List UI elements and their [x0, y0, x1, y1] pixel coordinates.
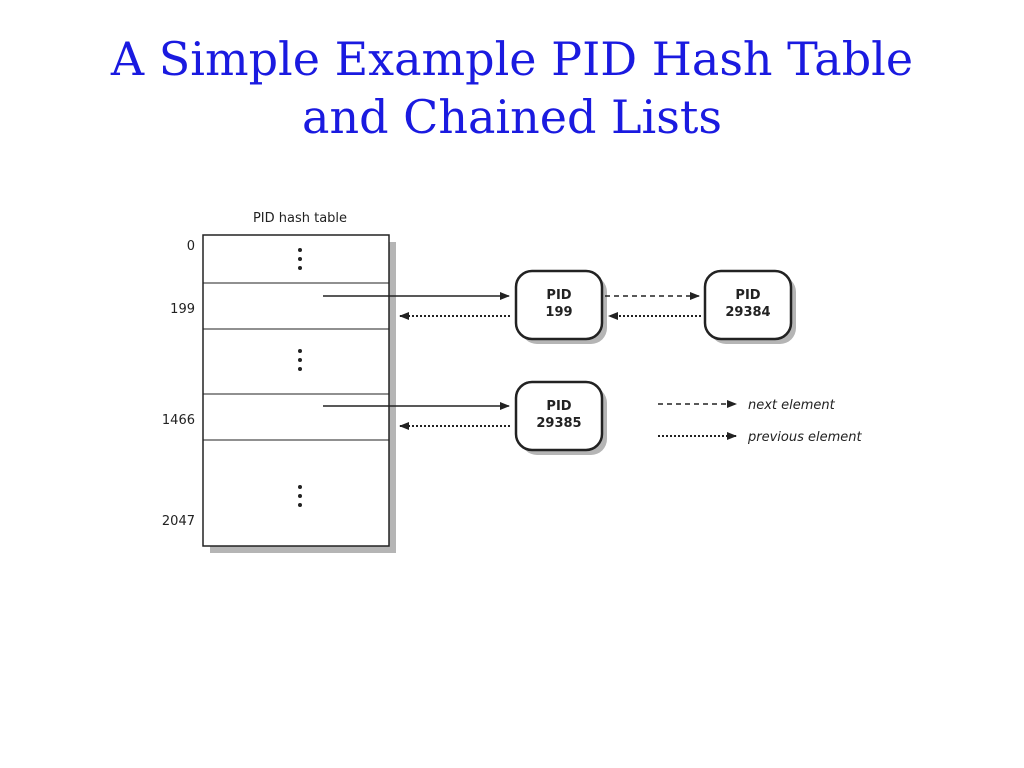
legend-previous-label: previous element [747, 430, 863, 445]
node-label: PID [546, 288, 571, 303]
pid-node-29385: PID 29385 [514, 380, 607, 455]
hash-table-label: PID hash table [253, 211, 347, 226]
legend-next-label: next element [748, 398, 836, 413]
title-line-2: and Chained Lists [302, 90, 722, 144]
ellipsis-icon [298, 485, 302, 507]
node-value: 29384 [725, 305, 770, 320]
pid-node-29384: PID 29384 [703, 269, 796, 344]
title-line-1: A Simple Example PID Hash Table [110, 32, 914, 86]
hash-table-body [202, 234, 390, 547]
row-index: 2047 [162, 514, 195, 529]
node-label: PID [735, 288, 760, 303]
hash-table: PID hash table 0 199 1466 2047 [162, 211, 396, 553]
pid-node-199: PID 199 [514, 269, 607, 344]
ellipsis-icon [298, 349, 302, 371]
row-index: 1466 [162, 413, 195, 428]
legend: next element previous element [658, 398, 863, 445]
ellipsis-icon [298, 248, 302, 270]
node-value: 29385 [536, 416, 581, 431]
row-index: 0 [187, 239, 195, 254]
row-index: 199 [170, 302, 195, 317]
node-label: PID [546, 399, 571, 414]
node-value: 199 [545, 305, 572, 320]
page-title: A Simple Example PID Hash Table and Chai… [0, 30, 1024, 146]
